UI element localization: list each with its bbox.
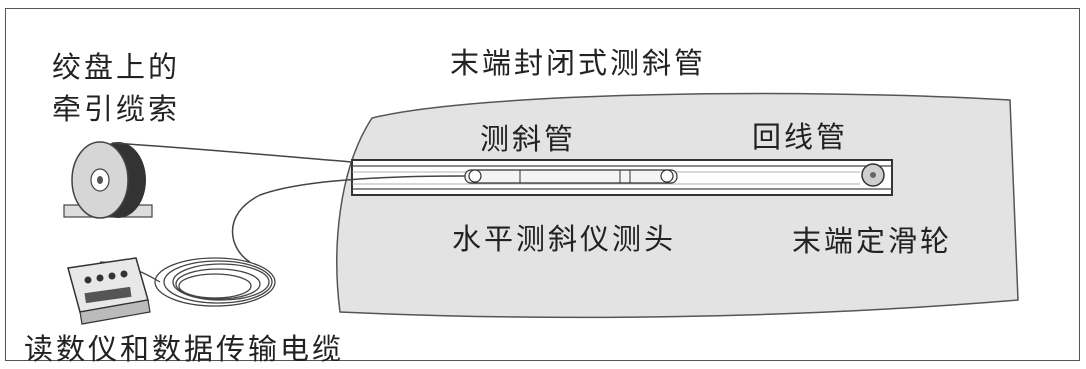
return-pipe-label: 回线管	[752, 120, 849, 154]
readout-unit-label: 读数仪和数据传输电缆	[24, 332, 345, 366]
inclinometer-casing-label: 测斜管	[480, 122, 577, 156]
readout-unit	[67, 257, 151, 325]
cable-coil	[154, 257, 276, 307]
probe-body	[464, 169, 678, 184]
data-cable	[231, 175, 466, 263]
end-pulley-wheel	[861, 163, 885, 187]
winch-cable-label-line1: 绞盘上的	[52, 50, 181, 84]
closed-end-casing-label: 末端封闭式测斜管	[450, 46, 707, 80]
winch-cable-label-line2: 牵引缆索	[52, 92, 181, 126]
horizontal-probe-label: 水平测斜仪测头	[452, 222, 677, 256]
traction-cable	[111, 142, 353, 163]
winch-drum	[63, 141, 153, 219]
end-pulley-label: 末端定滑轮	[792, 224, 953, 258]
ground-region	[336, 92, 1019, 319]
